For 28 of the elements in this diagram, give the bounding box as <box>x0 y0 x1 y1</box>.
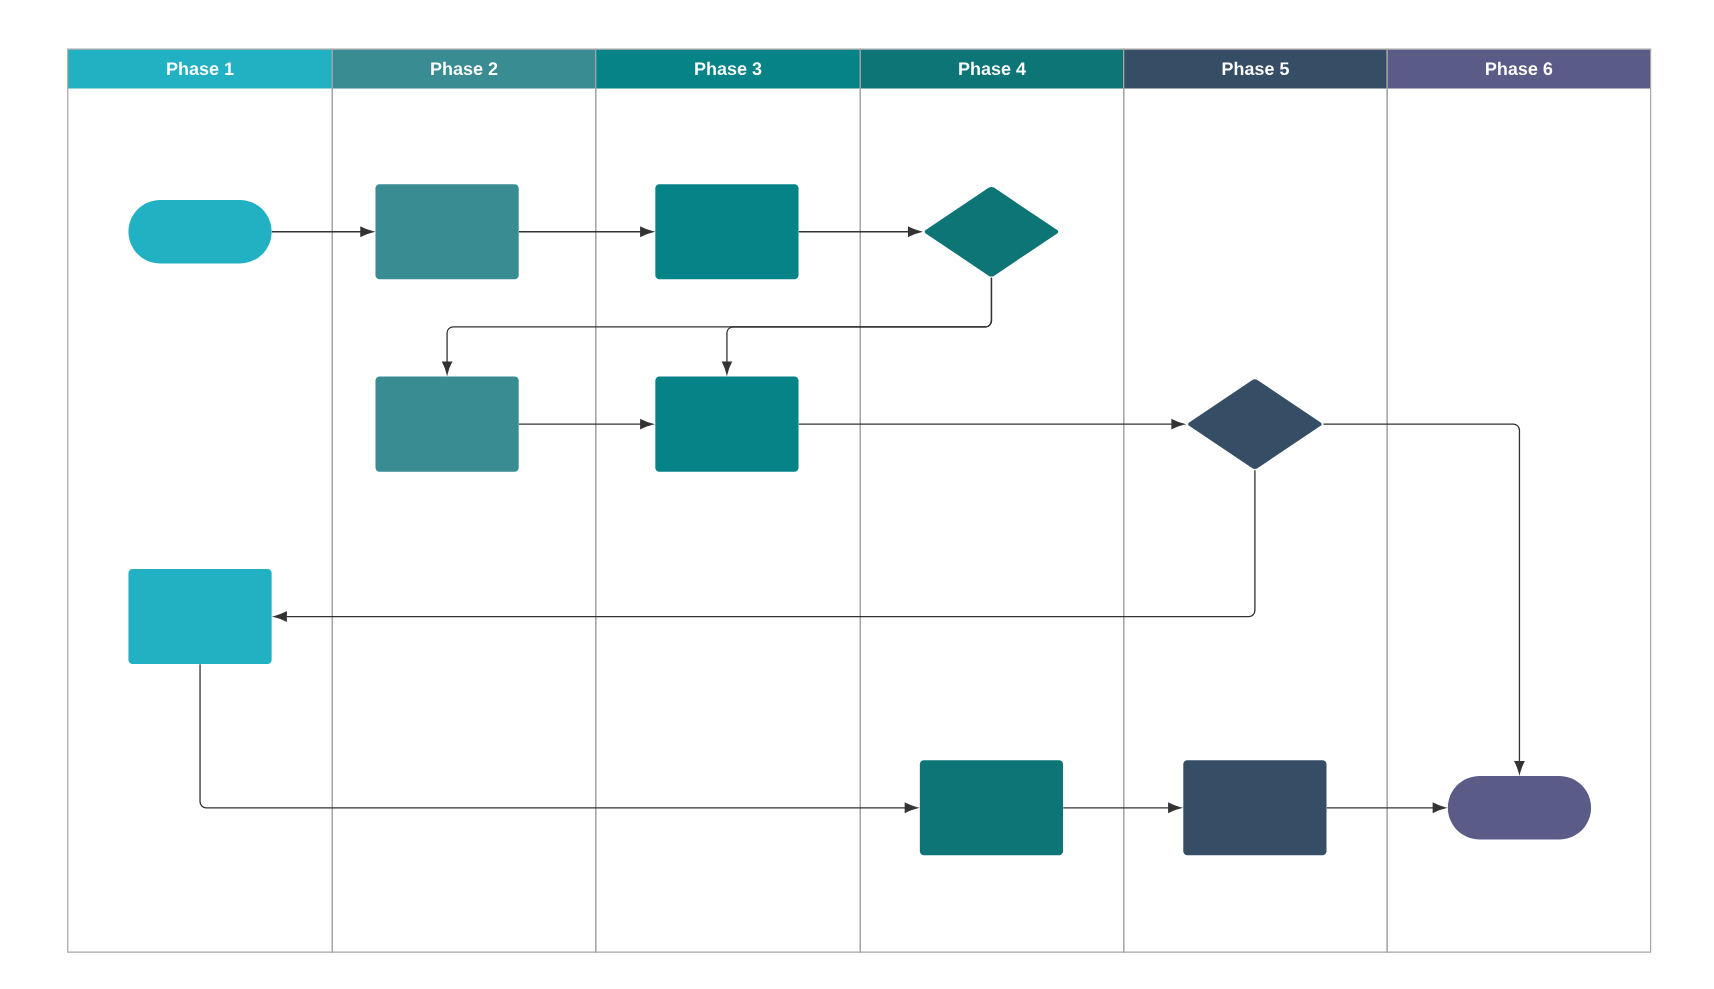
arrow <box>518 226 654 237</box>
decision-diamond <box>924 186 1059 277</box>
arrow <box>199 663 918 813</box>
arrow <box>1062 802 1181 813</box>
terminator-pill <box>1447 776 1592 840</box>
arrow <box>1326 802 1446 813</box>
process-box <box>655 184 799 280</box>
swimlane: Phase 2 <box>331 48 597 953</box>
process-box <box>375 376 519 472</box>
decision-diamond <box>1188 379 1322 469</box>
arrow <box>273 469 1256 622</box>
arrow <box>518 419 654 430</box>
arrow <box>721 277 993 375</box>
swimlane: Phase 6 <box>1386 48 1652 953</box>
process-box <box>128 569 272 665</box>
terminator-pill <box>128 200 272 264</box>
arrow <box>1322 423 1525 774</box>
swimlane: Phase 4 <box>859 48 1125 953</box>
process-box <box>375 184 519 280</box>
arrow <box>271 226 374 237</box>
swimlane: Phase 3 <box>595 48 861 953</box>
arrow <box>798 226 921 237</box>
swimlane: Phase 5 <box>1123 48 1388 953</box>
process-box <box>919 760 1064 856</box>
process-box <box>1183 760 1327 856</box>
arrow <box>798 419 1185 430</box>
process-box <box>655 376 799 472</box>
swimlane: Phase 1 <box>67 48 333 953</box>
